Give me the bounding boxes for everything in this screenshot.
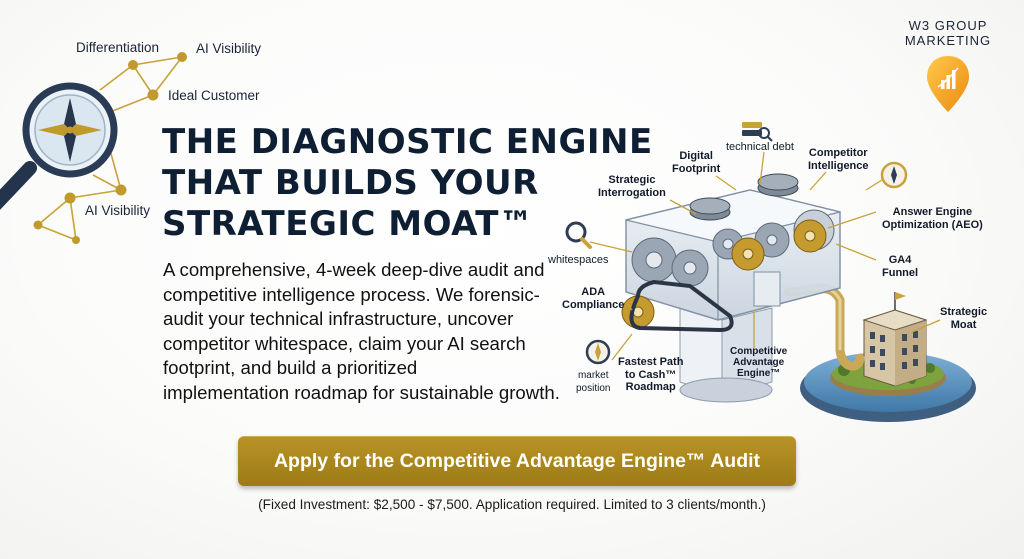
hero-description: A comprehensive, 4-week deep-dive audit … [163, 258, 563, 405]
pricing-footnote: (Fixed Investment: $2,500 - $7,500. Appl… [258, 497, 766, 512]
apply-audit-button[interactable]: Apply for the Competitive Advantage Engi… [238, 436, 796, 486]
location-pin-icon [927, 56, 969, 112]
magnifier-compass-icon [0, 82, 118, 210]
engine-drawing [565, 122, 976, 422]
description-line: footprint, and build a prioritized [163, 357, 418, 378]
brand-name-line2: MARKETING [904, 33, 992, 48]
compass-icon-market [585, 339, 611, 365]
brand-logo[interactable]: W3 GROUP MARKETING [902, 18, 994, 114]
description-line: A comprehensive, 4-week deep-dive audit … [163, 259, 545, 280]
description-line: audit your technical infrastructure, unc… [163, 308, 514, 329]
server-stack-icon [742, 122, 773, 142]
constellation-graphic [0, 52, 187, 244]
description-line: implementation roadmap for sustainable g… [163, 381, 560, 403]
constellation-label-ideal-customer: Ideal Customer [168, 88, 260, 103]
headline-line-1: THE DIAGNOSTIC ENGINE [162, 122, 653, 162]
description-line: competitor whitespace, claim your AI sea… [163, 332, 526, 354]
brand-name-line1: W3 GROUP [908, 18, 988, 33]
magnifier-icon [565, 221, 592, 249]
headline-line-3: STRATEGIC MOAT™ [162, 204, 534, 244]
constellation-label-ai-visibility: AI Visibility [196, 41, 262, 56]
headline-line-2: THAT BUILDS YOUR [162, 163, 539, 203]
constellation-label-ai-visibility-2: AI Visibility [85, 203, 151, 218]
constellation-label-differentiation: Differentiation [76, 40, 160, 55]
label-whitespaces: whitespaces [548, 254, 609, 266]
compass-icon [880, 161, 908, 189]
label-technical-debt: technical debt [726, 141, 794, 153]
page-headline: THE DIAGNOSTIC ENGINE THAT BUILDS YOUR S… [162, 122, 662, 245]
description-line: competitive intelligence process. We for… [163, 283, 540, 305]
flag-icon [895, 292, 906, 300]
building-icon [862, 292, 928, 387]
